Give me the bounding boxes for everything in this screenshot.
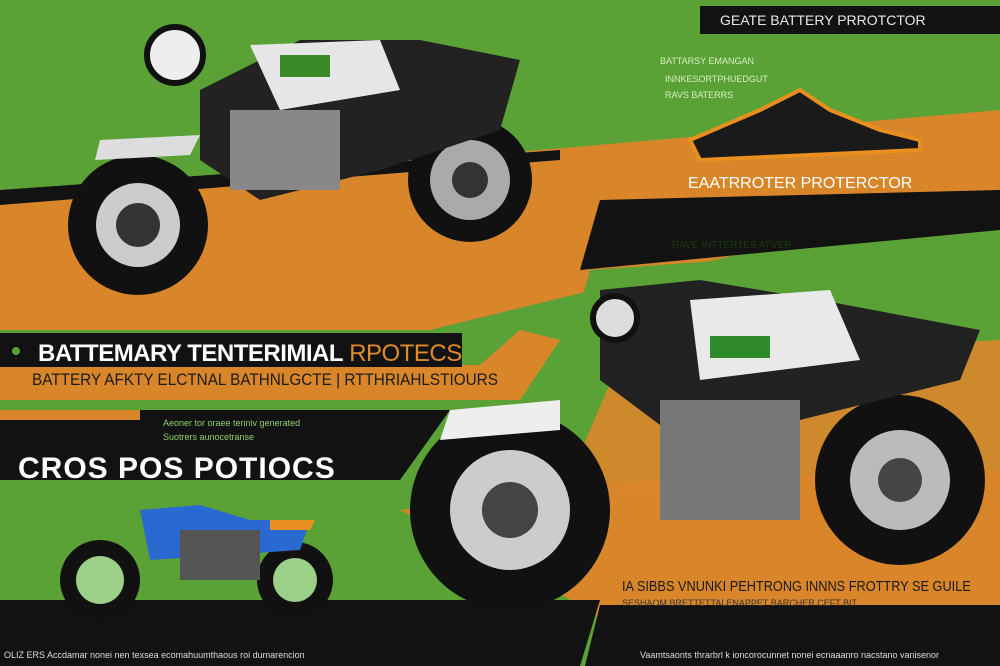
main-banner-title: BATTEMARY TENTERIMIAL RPOTECS	[38, 340, 462, 367]
header-title: GEATE BATTERY PRROTCTOR	[720, 12, 926, 28]
small-note: Suotrers aunocetranse	[163, 432, 255, 442]
bottom-right-line1: IA SIBBS VNUNKI PEHTRONG INNNS FROTTRY S…	[622, 578, 971, 595]
footer-left: OLIZ ERS Accdamar nonei nen texsea ecoma…	[4, 650, 305, 660]
bottom-right-line2: SESHAOM BRETTETTALENAPPET BARCHER CEFT B…	[622, 598, 858, 608]
header-banner	[700, 6, 1000, 34]
main-banner-subtitle: BATTERY AFKTY ELCTNAL BATHNLGCTE | RTTHR…	[32, 370, 498, 389]
small-note: Aeoner tor oraee tenniv generated	[163, 418, 301, 428]
motorcycle-small	[60, 505, 333, 620]
battery-protector-label: EAATRROTER PROTERCTOR	[688, 175, 913, 192]
motorcycle-top-left	[68, 24, 532, 295]
footer-right: Vaamtsaonts thrarbrl k ioncorocunnet non…	[640, 650, 940, 660]
bullet-icon	[12, 347, 20, 355]
note-line: RAVS BATERRS	[665, 90, 734, 100]
cros-title: CROS POS POTIOCS	[18, 452, 336, 485]
main-banner	[0, 333, 462, 367]
mid-right-note: RAVE INTTERTES ATVER	[672, 240, 792, 251]
note-line: BATTARSY EMANGAN	[660, 56, 755, 66]
note-line: INNKESORTPHUEDGUT	[665, 74, 768, 84]
main-banner-accent: RPOTECS	[349, 340, 462, 367]
motorcycle-main	[410, 280, 985, 610]
